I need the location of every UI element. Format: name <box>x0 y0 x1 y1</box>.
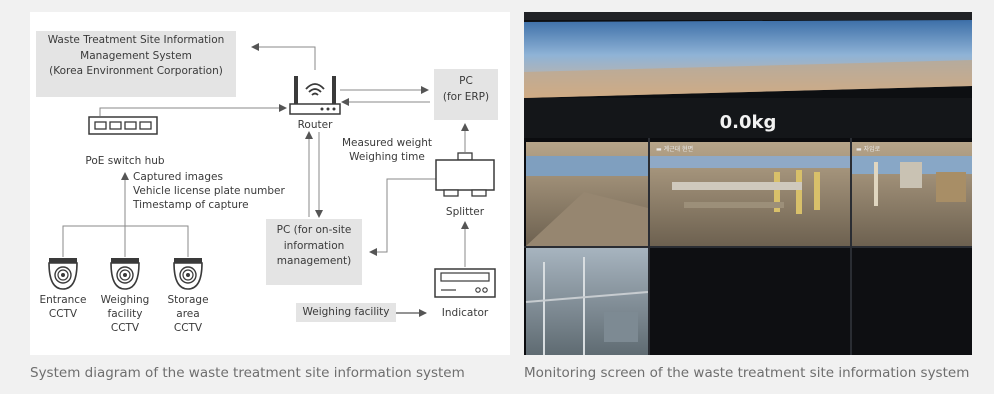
feed-label-1: ▬ 계근대 현면 <box>656 146 694 153</box>
management-system-line-2: Management System <box>80 49 192 62</box>
weighing-cctv-line-2: facility <box>107 308 143 320</box>
splitter-icon <box>434 152 496 198</box>
pc-erp-line-1: PC <box>459 75 473 87</box>
entrance-cctv-label: Entrance CCTV <box>30 293 96 321</box>
pc-onsite-line-2: information <box>283 239 345 252</box>
storage-cctv-line-1: Storage <box>167 294 209 306</box>
storage-cctv-line-3: CCTV <box>173 322 203 334</box>
weighing-facility-cctv-label: Weighing facility CCTV <box>91 293 159 335</box>
pc-onsite-line-1: PC (for on-site <box>276 224 352 236</box>
poe-switch-label: PoE switch hub <box>85 155 165 167</box>
weighing-cctv-line-1: Weighing <box>100 294 150 306</box>
photo-caption: Monitoring screen of the waste treatment… <box>524 365 970 381</box>
management-system-line-1: Waste Treatment Site Information <box>47 34 225 46</box>
weighing-cctv-line-3: CCTV <box>110 322 140 334</box>
system-diagram: Waste Treatment Site Information Managem… <box>30 12 510 355</box>
poe-switch-icon <box>88 116 158 136</box>
monitoring-screen-photo: 0.0kg ▬ 계근대 현면 ▬ 자입로 <box>524 12 972 355</box>
monitoring-screen-illustration <box>524 12 972 355</box>
entrance-cctv-line-1: Entrance <box>39 294 87 306</box>
weighing-facility-box: Weighing facility <box>296 303 396 322</box>
measured-weight-line-1: Measured weight <box>341 137 433 149</box>
storage-cctv-line-2: area <box>176 308 200 320</box>
router-icon <box>288 72 342 116</box>
measured-weight-text: Measured weight Weighing time <box>328 136 446 164</box>
splitter-label: Splitter <box>445 206 485 218</box>
weight-readout: 0.0kg <box>719 112 777 133</box>
weighing-facility-cctv-icon <box>107 257 143 291</box>
pc-erp-line-2: (for ERP) <box>442 90 490 103</box>
storage-area-cctv-label: Storage area CCTV <box>155 293 221 335</box>
indicator-label: Indicator <box>441 307 489 319</box>
management-system-box: Waste Treatment Site Information Managem… <box>36 31 236 97</box>
captured-data-line-2: Vehicle license plate number <box>133 185 285 197</box>
feed-label-2: ▬ 자입로 <box>856 146 881 153</box>
pc-erp-box: PC (for ERP) <box>434 69 498 120</box>
pc-onsite-line-3: management) <box>276 255 352 267</box>
diagram-caption: System diagram of the waste treatment si… <box>30 365 465 381</box>
entrance-cctv-line-2: CCTV <box>48 308 78 320</box>
storage-area-cctv-icon <box>170 257 206 291</box>
captured-data-line-1: Captured images <box>133 171 223 183</box>
diagram-connectors <box>62 43 469 317</box>
captured-data-line-3: Timestamp of capture <box>133 199 249 211</box>
router-label: Router <box>297 119 333 131</box>
indicator-icon <box>434 268 496 298</box>
weighing-facility-label: Weighing facility <box>302 306 390 318</box>
entrance-cctv-icon <box>45 257 81 291</box>
measured-weight-line-2: Weighing time <box>349 151 425 163</box>
captured-data-text: Captured images Vehicle license plate nu… <box>133 170 313 212</box>
pc-onsite-box: PC (for on-site information management) <box>266 219 362 285</box>
management-system-line-3: (Korea Environment Corporation) <box>49 65 223 77</box>
